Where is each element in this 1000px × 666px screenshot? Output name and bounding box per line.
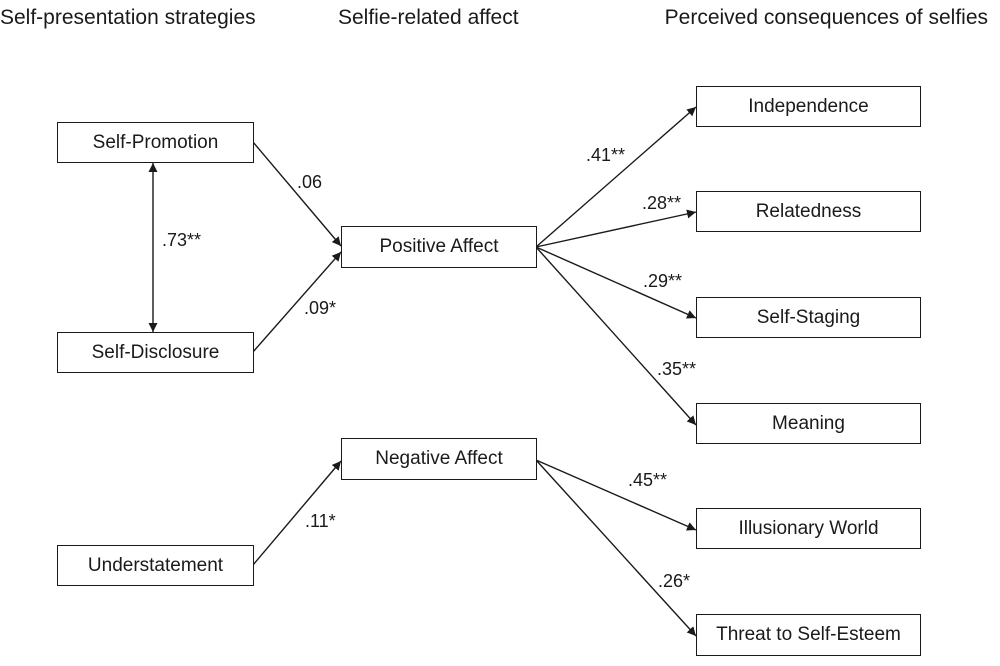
coef-negative-threat: .26* — [658, 571, 691, 591]
edge-positive-relatedness — [535, 209, 697, 248]
header-selfie-related-affect: Selfie-related affect — [338, 6, 519, 29]
header-perceived-consequences: Perceived consequences of selfies — [664, 6, 988, 29]
node-negative-affect-label: Negative Affect — [375, 448, 503, 469]
edge-positive-self-staging — [535, 246, 697, 319]
coef-promotion-disclosure: .73** — [162, 230, 202, 250]
node-positive-affect: Positive Affect — [341, 226, 537, 268]
node-independence-label: Independence — [748, 95, 869, 117]
node-independence: Independence — [696, 86, 921, 127]
node-meaning: Meaning — [696, 403, 921, 444]
node-self-disclosure-label: Self-Disclosure — [91, 341, 220, 363]
node-threat-self-esteem: Threat to Self-Esteem — [696, 614, 921, 656]
coef-positive-relatedness: .28** — [642, 193, 682, 213]
node-relatedness-label: Relatedness — [755, 200, 862, 222]
coef-disclosure-positive: .09* — [304, 298, 337, 318]
edge-positive-meaning — [535, 246, 697, 426]
coef-understatement-negative: .11* — [305, 511, 336, 531]
edge-negative-illusionary — [535, 459, 697, 531]
node-understatement-label: Understatement — [87, 554, 224, 576]
node-self-promotion-label: Self-Promotion — [92, 131, 219, 153]
edge-negative-threat — [535, 459, 697, 637]
edge-positive-independence — [535, 106, 697, 248]
coef-positive-meaning: .35** — [657, 359, 697, 379]
node-illusionary-world-label: Illusionary World — [738, 517, 879, 539]
coef-positive-independence: .41** — [586, 145, 626, 165]
node-meaning-label: Meaning — [772, 412, 845, 434]
node-positive-affect-label: Positive Affect — [379, 236, 499, 257]
header-self-presentation-strategies: Self-presentation strategies — [0, 6, 256, 29]
node-self-disclosure: Self-Disclosure — [57, 332, 254, 373]
node-threat-self-esteem-label: Threat to Self-Esteem — [716, 624, 901, 645]
node-understatement: Understatement — [57, 545, 254, 586]
node-self-staging: Self-Staging — [696, 297, 921, 338]
node-self-staging-label: Self-Staging — [756, 306, 861, 328]
node-relatedness: Relatedness — [696, 191, 921, 232]
edge-understatement-negative — [252, 460, 342, 566]
coef-positive-self-staging: .29** — [643, 271, 683, 291]
coef-negative-illusionary: .45** — [628, 470, 668, 490]
node-illusionary-world: Illusionary World — [696, 508, 921, 549]
node-self-promotion: Self-Promotion — [57, 122, 254, 163]
edge-disclosure-positive — [252, 251, 342, 353]
edge-promotion-positive — [252, 141, 342, 247]
coef-promotion-positive: .06 — [297, 172, 323, 192]
node-negative-affect: Negative Affect — [341, 438, 537, 480]
